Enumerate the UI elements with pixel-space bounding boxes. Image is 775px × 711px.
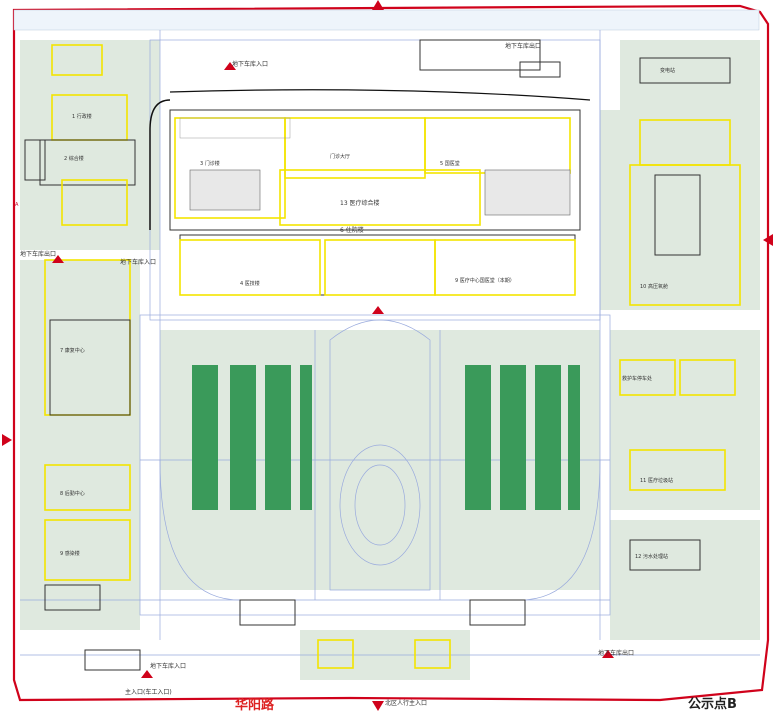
label-ambulance: 救护车停车处 xyxy=(622,375,652,382)
label-b6: 6 住院楼 xyxy=(340,226,364,234)
road-network xyxy=(20,30,760,656)
label-corner-id: A xyxy=(15,202,19,208)
label-right-mid: 10 高压氧舱 xyxy=(640,283,668,290)
label-left-top: 1 行政楼 xyxy=(72,113,92,120)
label-left-garage: 地下车库出口 xyxy=(20,250,56,258)
label-b5: 5 国医堂 xyxy=(440,160,460,167)
label-b13: 13 医疗综合楼 xyxy=(340,199,380,207)
label-left-low1: 8 后勤中心 xyxy=(60,490,85,497)
left-buildings xyxy=(24,44,136,611)
label-right-bottom: 12 污水处理站 xyxy=(635,553,668,560)
label-right-top: 变电站 xyxy=(660,67,675,74)
gate-houses xyxy=(84,599,526,671)
label-corner-mark: 公示点B xyxy=(688,696,737,711)
label-top-entrance: 地下车库出口 xyxy=(505,42,541,50)
label-left-low2: 9 感染楼 xyxy=(60,550,80,557)
label-top-left-entrance: 地下车库入口 xyxy=(232,60,268,68)
label-bottom-left-entrance: 地下车库入口 xyxy=(150,662,186,670)
label-left-mid: 7 康复中心 xyxy=(60,347,85,354)
label-b3: 3 门诊楼 xyxy=(200,160,220,167)
plan-labels: 地下车库入口 地下车库出口 地下车库出口 地下车库入口 地下车库入口 地下车库出… xyxy=(15,42,737,711)
label-bottom-pedestrian-entrance: 北区人行主入口 xyxy=(385,699,427,707)
label-bottom-road: 华阳路 xyxy=(235,697,275,711)
parking-strips xyxy=(192,365,580,510)
label-right-bottom-entrance: 地下车库出口 xyxy=(598,649,634,657)
main-complex xyxy=(149,89,591,296)
label-right-low: 11 医疗垃圾站 xyxy=(640,477,673,484)
label-left-top2: 2 综合楼 xyxy=(64,155,84,162)
label-bottom-vehicle-entrance: 主入口(车工入口) xyxy=(125,688,172,696)
right-buildings xyxy=(419,39,741,571)
label-left-garage2: 地下车库入口 xyxy=(120,258,156,266)
top-road-band xyxy=(13,9,760,31)
label-central-block: 9 医疗中心国医堂（本期） xyxy=(455,277,515,284)
label-center-north: 门诊大厅 xyxy=(330,153,350,160)
label-b4: 4 医技楼 xyxy=(240,280,260,287)
